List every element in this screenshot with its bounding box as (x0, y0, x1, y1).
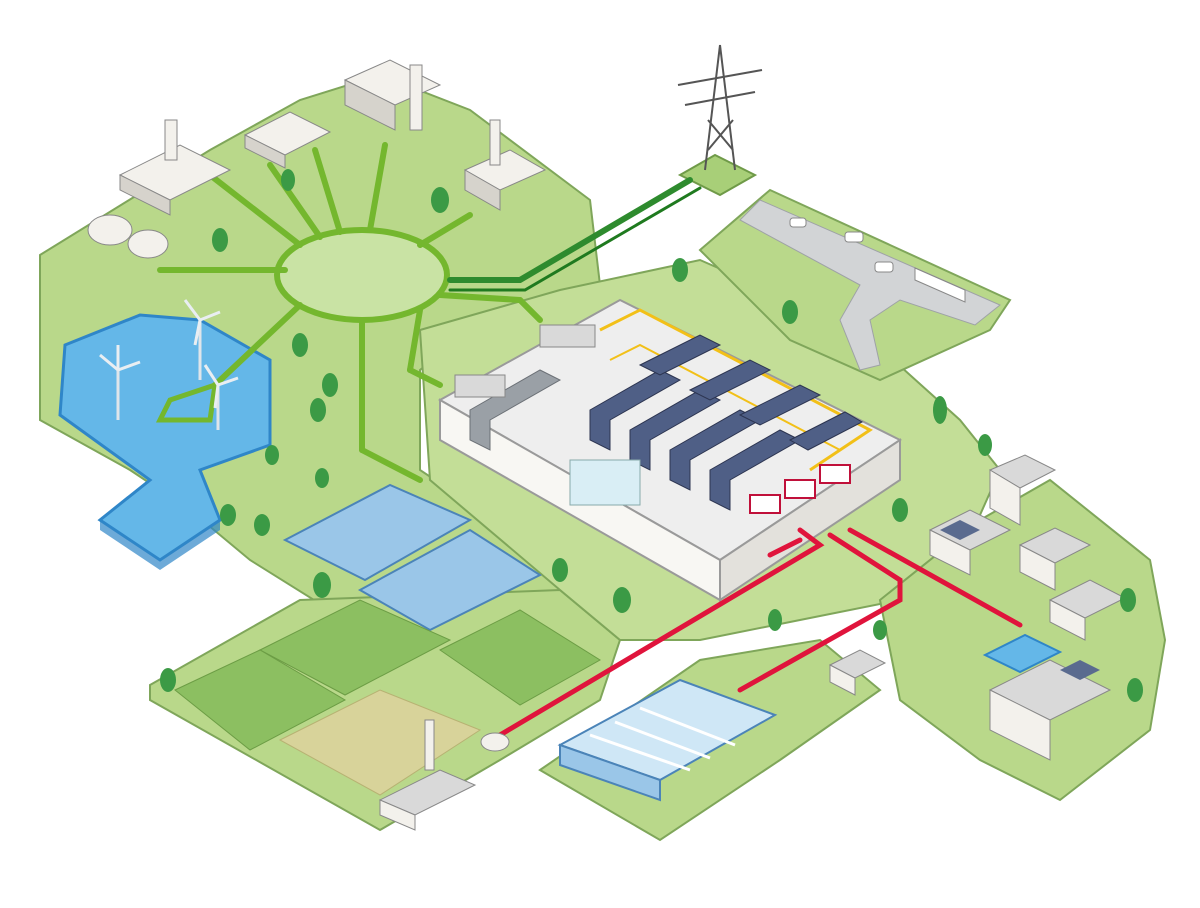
rooftop-unit (539, 324, 596, 348)
tree-icon (310, 398, 326, 422)
grid-line (417, 212, 473, 248)
grid-line (207, 172, 303, 248)
road-surface (739, 199, 1001, 371)
heat-pipe-icon (847, 527, 1023, 628)
tree-icon (292, 333, 308, 357)
residential-area (828, 454, 1127, 761)
heat-exchangers (749, 464, 851, 514)
grid-line (437, 292, 523, 303)
server-rack-icon (788, 411, 864, 451)
power-grid (155, 142, 543, 483)
server-rack-icon (688, 359, 772, 401)
wind-farm-link (155, 382, 218, 423)
office-room (469, 369, 562, 451)
power-plant-icon (243, 111, 332, 169)
grid-line (407, 367, 443, 388)
solar-field-1 (282, 483, 473, 582)
swimming-pool-icon (982, 633, 1063, 674)
tree-icon (978, 434, 992, 456)
transmission-line-1 (447, 177, 693, 283)
road (739, 199, 1001, 371)
grid-line (367, 142, 388, 233)
tree-icon (212, 228, 228, 252)
wind-turbine-icon (203, 364, 239, 430)
truck-icon (914, 267, 966, 303)
land-plateau-pylon (677, 153, 758, 197)
tree-icon (281, 169, 295, 191)
data-center-building (437, 298, 902, 602)
tree-icon (313, 572, 331, 598)
grid-line (312, 147, 343, 235)
tree-icon (1127, 678, 1143, 702)
tree-icon (1120, 588, 1136, 612)
transmission-line (447, 177, 702, 292)
tree-icon (782, 300, 798, 324)
transmission-tower-icon (677, 44, 763, 171)
heat-pipe-icon (497, 527, 825, 738)
grid-line (359, 447, 423, 483)
tree-icon (873, 620, 887, 640)
sea (58, 313, 272, 562)
car-icon (789, 217, 807, 228)
power-plant-icon (118, 119, 232, 216)
tree-icon (892, 498, 908, 522)
tree-icon (315, 468, 329, 488)
wind-turbines (99, 299, 239, 430)
water-layer (58, 313, 272, 570)
tree-icon (768, 609, 782, 631)
server-rack-icon (669, 409, 762, 491)
transmission-line-2 (448, 186, 702, 292)
power-plant-icon (343, 59, 442, 131)
tree-icon (552, 558, 568, 582)
grid-line (407, 307, 423, 373)
grid-line (517, 297, 543, 323)
farmhouse-icon (378, 719, 510, 831)
power-plant-icon (463, 119, 547, 211)
tree-icon (160, 668, 176, 692)
tree-icon (613, 587, 631, 613)
grid-line (212, 302, 303, 388)
car-icon (844, 231, 864, 243)
trees (160, 169, 1143, 702)
storage-tank (480, 732, 510, 752)
crop-field-tan (278, 689, 482, 796)
server-rack-icon (709, 429, 802, 511)
greenhouse-icon (557, 678, 778, 802)
wind-turbine-icon (99, 345, 141, 420)
house-icon (828, 649, 887, 696)
house-icon (1018, 527, 1092, 591)
heat-pipe-icon (737, 532, 903, 693)
house-icon (988, 454, 1057, 526)
crop-field-3 (439, 609, 601, 706)
gas-storage-tanks (87, 214, 169, 259)
grid-line (267, 162, 323, 240)
tree-icon (431, 187, 449, 213)
server-rack-icon (738, 384, 822, 426)
cooling-room (569, 459, 641, 506)
server-rack-icon (638, 334, 722, 376)
tree-icon (254, 514, 270, 536)
rooftop-unit (454, 374, 506, 398)
tree-icon (220, 504, 236, 526)
solar-panel-icon (940, 520, 1100, 680)
crop-field-2 (174, 649, 347, 751)
solar-field-2 (357, 528, 543, 632)
car-icon (874, 261, 894, 273)
crop-field-1 (258, 599, 452, 696)
tree-icon (933, 396, 947, 424)
tree-icon (322, 373, 338, 397)
power-plants (87, 59, 547, 259)
heat-pipes (497, 527, 1023, 738)
wind-turbine-icon (183, 299, 221, 380)
tree-icon (265, 445, 279, 465)
server-racks (589, 334, 864, 511)
tree-icon (672, 258, 688, 282)
heat-pipe-icon (767, 537, 803, 558)
fields (174, 483, 601, 796)
